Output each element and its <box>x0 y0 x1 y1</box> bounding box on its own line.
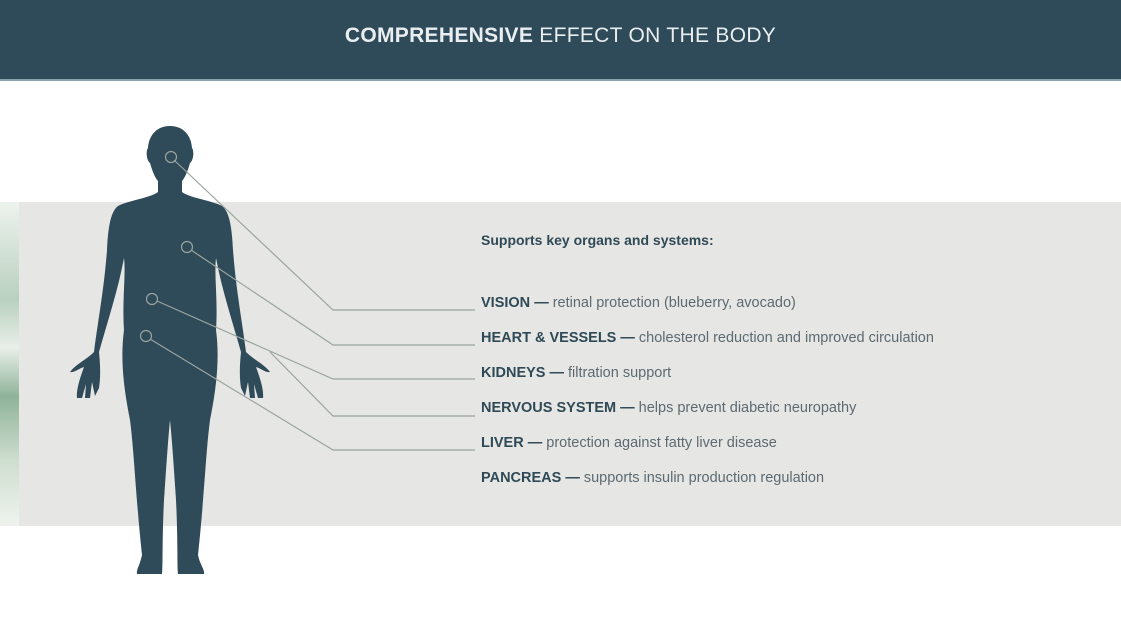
heart-leader <box>190 249 475 346</box>
list-item-vision: VISION — retinal protection (blueberry, … <box>481 295 796 311</box>
list-item-heart: HEART & VESSELS — cholesterol reduction … <box>481 330 934 346</box>
leader-lines <box>139 150 475 451</box>
kidneys-marker <box>145 292 159 306</box>
liver-leader <box>149 338 475 451</box>
list-item-pancreas: PANCREAS — supports insulin production r… <box>481 470 825 486</box>
heart-marker <box>180 240 194 254</box>
leaf-decoration <box>0 202 19 526</box>
list-item-kidneys: KIDNEYS — filtration support <box>481 365 672 381</box>
human-silhouette <box>70 126 270 574</box>
nervous-leader <box>269 351 475 417</box>
liver-marker <box>139 329 153 343</box>
list-item-nervous: NERVOUS SYSTEM — helps prevent diabetic … <box>481 400 857 416</box>
kidneys-leader <box>156 300 475 380</box>
intro-heading: Supports key organs and systems: <box>481 232 714 248</box>
vision-leader <box>173 159 475 311</box>
header-bar: COMPREHENSIVE EFFECT ON THE BODY <box>0 0 1121 81</box>
vision-marker <box>164 150 178 164</box>
page-title: COMPREHENSIVE EFFECT ON THE BODY <box>344 24 777 47</box>
list-item-liver: LIVER — protection against fatty liver d… <box>481 435 777 451</box>
